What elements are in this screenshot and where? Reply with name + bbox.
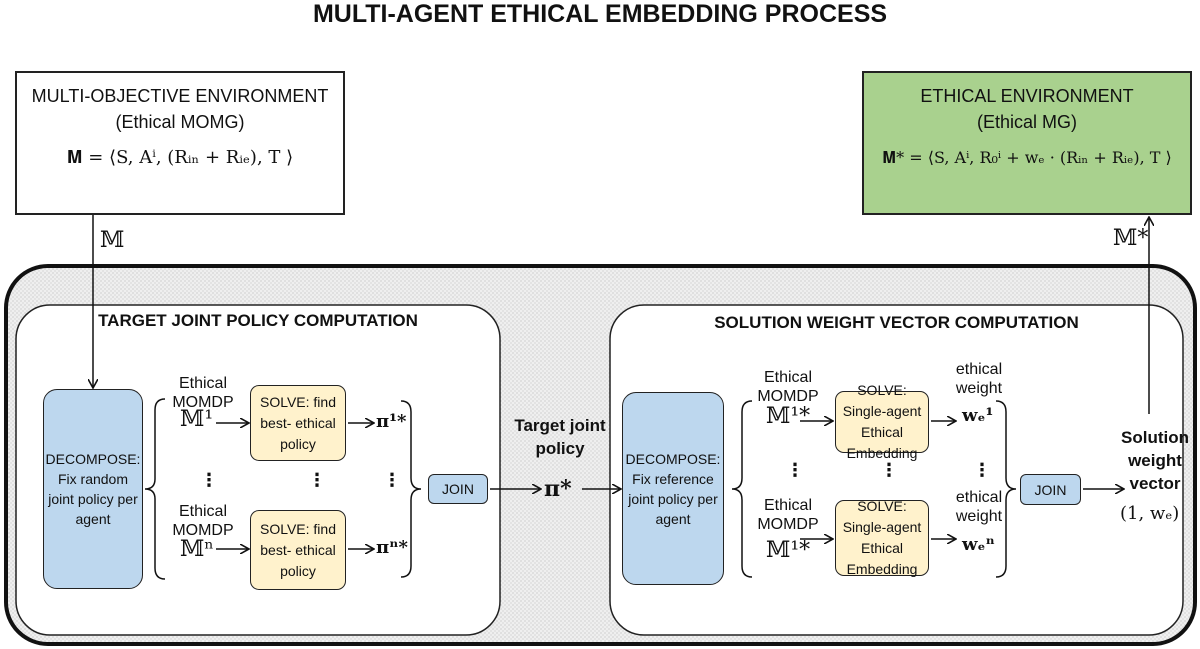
multi-objective-environment-box: MULTI-OBJECTIVE ENVIRONMENT (Ethical MOM… [15, 71, 345, 215]
decompose-random-box: DECOMPOSE: Fix random joint policy per a… [43, 389, 143, 589]
solution-weight-vector-math: (1, wₑ) [1120, 503, 1180, 524]
eth-env-formula: 𝐌* = ⟨S, Aⁱ, R₀ⁱ + wₑ · (Rᵢₙ + Rᵢₑ), T ⟩ [882, 148, 1172, 167]
right-open-brace [731, 400, 753, 578]
right-top-mdp-math: 𝕄¹* [766, 404, 811, 429]
right-bottom-mdp-label: Ethical MOMDP [757, 497, 819, 533]
target-joint-policy-label: Target joint policy [514, 416, 606, 458]
left-open-brace [144, 398, 166, 580]
ethical-weight-bottom: wₑⁿ [962, 534, 995, 555]
right-panel-frame [609, 304, 1184, 636]
pi-bottom: πⁿ* [376, 537, 408, 558]
right-top-mdp-label: Ethical MOMDP [757, 369, 819, 405]
mo-env-heading: MULTI-OBJECTIVE ENVIRONMENT [31, 86, 329, 106]
left-bottom-mdp-math: 𝕄ⁿ [180, 537, 214, 562]
left-panel-title: TARGET JOINT POLICY COMPUTATION [98, 311, 418, 330]
left-top-mdp-label: Ethical MOMDP [172, 375, 234, 411]
eth-env-subheading: (Ethical MG) [976, 112, 1077, 132]
target-joint-policy-math: π* [544, 476, 572, 502]
left-top-mdp-math: 𝕄¹ [180, 407, 214, 432]
ethical-weight-bottom-label: ethical weight [955, 489, 1003, 525]
left-dots-2: ⋮ [308, 470, 326, 490]
solve-single-agent-bottom: SOLVE: Single-agent Ethical Embedding [835, 498, 929, 577]
pi-top: π¹* [376, 411, 407, 432]
ethical-weight-top-label: ethical weight [955, 361, 1003, 397]
left-dots-3: ⋮ [383, 470, 401, 490]
right-panel-title: SOLUTION WEIGHT VECTOR COMPUTATION [714, 313, 1079, 332]
right-bottom-mdp-math: 𝕄¹* [766, 538, 811, 563]
left-dots-1: ⋮ [200, 470, 218, 490]
eth-env-heading: ETHICAL ENVIRONMENT [920, 86, 1134, 106]
right-close-brace [995, 400, 1017, 578]
decompose-reference-box: DECOMPOSE: Fix reference joint policy pe… [622, 392, 724, 585]
solution-weight-vector-label: Solution weight vector [1121, 428, 1189, 493]
arrow-m-label: 𝕄 [100, 228, 125, 253]
left-join-box: JOIN [428, 474, 488, 504]
right-dots-2: ⋮ [880, 460, 898, 480]
right-dots-3: ⋮ [973, 460, 991, 480]
page-title: MULTI-AGENT ETHICAL EMBEDDING PROCESS [312, 0, 888, 28]
mo-env-formula: 𝐌 = ⟨S, Aⁱ, (Rᵢₙ + Rᵢₑ), T ⟩ [66, 147, 294, 168]
solve-best-ethical-top: SOLVE: find best- ethical policy [250, 385, 346, 461]
solve-single-agent-top: SOLVE: Single-agent Ethical Embedding [835, 382, 929, 461]
solve-best-ethical-bottom: SOLVE: find best- ethical policy [250, 510, 346, 590]
right-dots-1: ⋮ [786, 460, 804, 480]
left-close-brace [400, 400, 422, 578]
ethical-weight-top: wₑ¹ [962, 405, 994, 426]
arrow-mstar-label: 𝕄* [1113, 226, 1149, 251]
mo-env-subheading: (Ethical MOMG) [115, 112, 245, 132]
right-join-box: JOIN [1020, 474, 1081, 505]
left-bottom-mdp-label: Ethical MOMDP [172, 503, 234, 539]
ethical-environment-box: ETHICAL ENVIRONMENT (Ethical MG) 𝐌* = ⟨S… [862, 71, 1192, 215]
